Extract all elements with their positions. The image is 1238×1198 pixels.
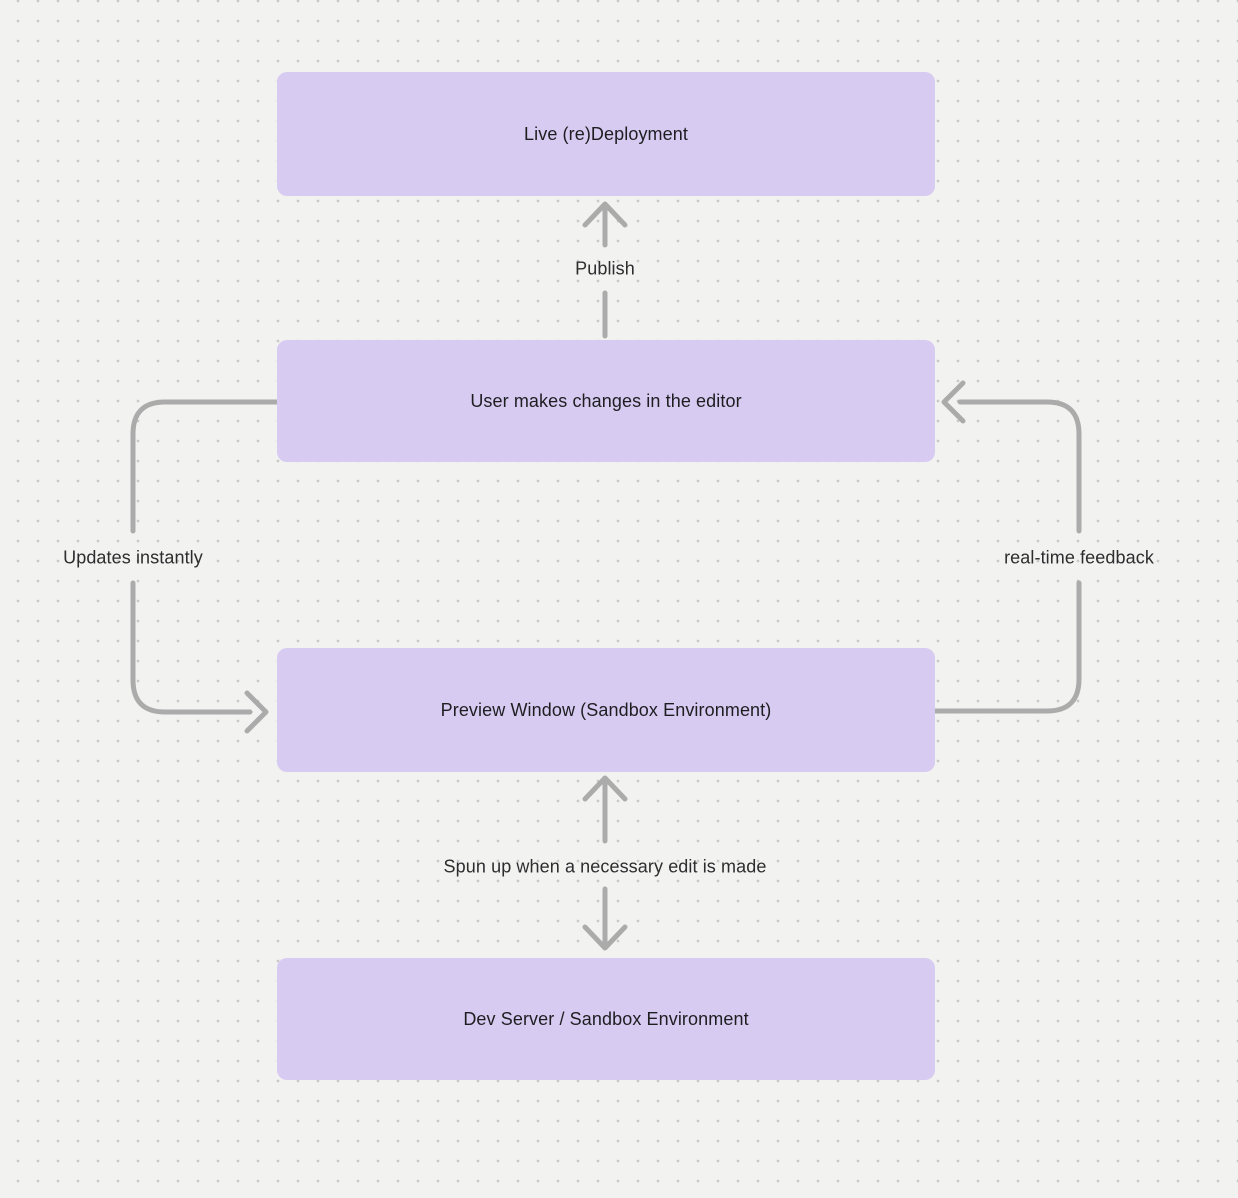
node-user-changes[interactable]: User makes changes in the editor (277, 340, 935, 462)
edge-realtime-line-lower (932, 580, 1082, 714)
edge-realtime-line-upper (957, 399, 1082, 534)
edge-updates-line-lower (130, 580, 253, 715)
arrowhead-up-icon (582, 775, 628, 802)
node-preview-window-label: Preview Window (Sandbox Environment) (440, 699, 772, 720)
node-live-redeployment[interactable]: Live (re)Deployment (277, 72, 935, 196)
node-user-changes-label: User makes changes in the editor (470, 390, 742, 411)
node-preview-window[interactable]: Preview Window (Sandbox Environment) (277, 648, 935, 772)
arrowhead-up-icon (582, 201, 628, 228)
edge-label-spun-up: Spun up when a necessary edit is made (443, 856, 767, 877)
node-dev-server-label: Dev Server / Sandbox Environment (463, 1008, 749, 1029)
arrowhead-down-icon (582, 924, 628, 951)
arrowhead-left-icon (941, 380, 966, 424)
edge-label-publish: Publish (575, 258, 635, 279)
node-dev-server[interactable]: Dev Server / Sandbox Environment (277, 958, 935, 1080)
edge-updates-line-upper (130, 399, 280, 534)
edge-label-updates-instantly: Updates instantly (63, 547, 203, 568)
arrowhead-right-icon (244, 690, 269, 734)
edge-label-realtime-feedback: real-time feedback (1004, 547, 1154, 568)
node-live-redeployment-label: Live (re)Deployment (524, 123, 688, 144)
